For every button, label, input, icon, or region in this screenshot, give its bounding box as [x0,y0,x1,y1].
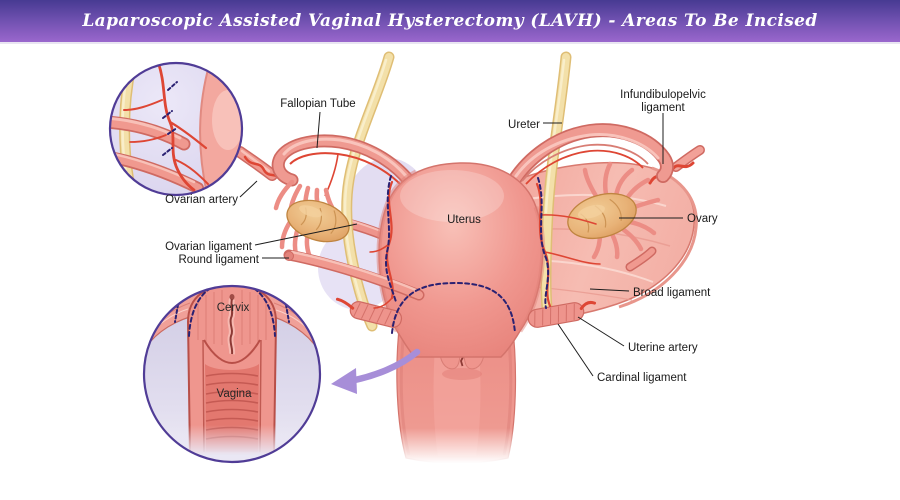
label-infundibulopelvic-line2: ligament [641,102,685,114]
page-title: Laparoscopic Assisted Vaginal Hysterecto… [82,11,818,31]
canal-fade [388,428,524,472]
right-ureter [540,51,572,314]
label-infundibulopelvic-line1: Infundibulopelvic [620,89,706,101]
label-broad-ligament: Broad ligament [633,287,711,299]
label-ovary: Ovary [687,213,718,225]
magnify-arrow [331,348,421,394]
label-fallopian-tube: Fallopian Tube [280,98,355,110]
ovarian-artery-stub [234,146,284,182]
right-ovary [567,192,637,240]
title-bar: Laparoscopic Assisted Vaginal Hysterecto… [0,0,900,44]
incision-lines [385,175,550,334]
right-fallopian-tube [506,123,674,189]
label-cardinal-ligament: Cardinal ligament [597,372,687,384]
structure-labels: Fallopian Tube Ureter Infundibulopelvic … [165,89,718,384]
label-ureter: Ureter [508,119,540,131]
label-cervix: Cervix [217,302,250,314]
inset-incision-marks [162,81,178,156]
uterus-body [376,162,546,358]
uterine-arteries [369,180,601,309]
label-ovarian-artery: Ovarian artery [165,194,238,206]
label-uterus: Uterus [447,214,481,226]
leader-lines [239,111,683,377]
inset-vessel-closeup [108,61,244,197]
cardinal-ligament-right [527,300,597,328]
left-ovary [286,199,350,243]
round-ligament [283,249,425,301]
inset-cervix-vagina: Cervix Vagina [142,284,322,464]
label-vagina: Vagina [217,388,253,400]
label-uterine-artery: Uterine artery [628,342,698,354]
cardinal-ligament-left [335,297,403,328]
label-round-ligament: Round ligament [178,254,259,266]
label-ovarian-ligament: Ovarian ligament [165,241,253,253]
left-fallopian-tube [271,134,417,197]
